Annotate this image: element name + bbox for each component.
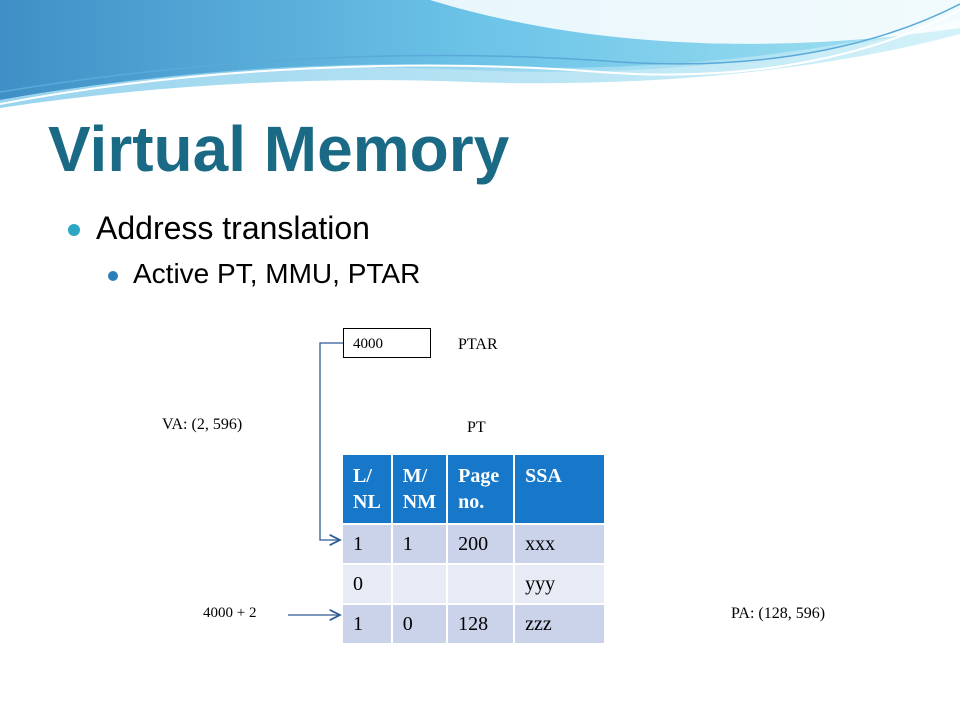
table-row: 1 0 128 zzz [343, 603, 605, 643]
ptar-value: 4000 [353, 336, 383, 352]
column-header: M/ NM [391, 455, 449, 524]
page-table: L/ NL M/ NM Page no. SSA 1 1 200 xxx 0 y… [343, 455, 605, 643]
table-cell [447, 563, 516, 604]
bullet-text: Address translation [96, 210, 370, 246]
bullet-dot-icon [108, 271, 118, 281]
table-row: 1 1 200 xxx [343, 523, 605, 564]
table-cell: 0 [391, 603, 449, 643]
index-computation-label: 4000 + 2 [203, 605, 257, 621]
table-cell: 0 [343, 563, 393, 604]
table-cell: 1 [343, 603, 393, 643]
ptar-label: PTAR [458, 336, 498, 353]
bullet-dot-icon [68, 224, 80, 236]
virtual-address-label: VA: (2, 596) [162, 416, 243, 433]
ptar-to-table-arrow [319, 342, 343, 540]
page-title: Virtual Memory [48, 113, 510, 185]
header-wave-decoration [0, 0, 960, 108]
column-header: L/ NL [343, 455, 393, 524]
table-cell: 1 [343, 523, 393, 564]
table-row: 0 yyy [343, 563, 605, 604]
table-cell: 128 [447, 603, 516, 643]
column-header: Page no. [447, 455, 516, 524]
ptar-register-box: 4000 [343, 328, 431, 358]
table-header-row: L/ NL M/ NM Page no. SSA [343, 455, 605, 524]
table-cell: yyy [514, 563, 605, 604]
column-header: SSA [514, 455, 605, 524]
bullet-text: Active PT, MMU, PTAR [133, 258, 421, 289]
table-cell: zzz [514, 603, 605, 643]
table-cell: 1 [391, 523, 449, 564]
table-cell: 200 [447, 523, 516, 564]
page-table-label: PT [467, 419, 486, 436]
table-cell [391, 563, 449, 604]
physical-address-label: PA: (128, 596) [731, 605, 826, 622]
table-cell: xxx [514, 523, 605, 564]
